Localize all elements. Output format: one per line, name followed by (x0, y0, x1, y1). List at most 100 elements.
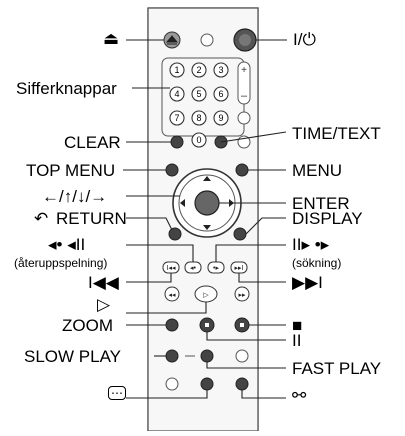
number-key-0 (191, 132, 207, 148)
pause-label: II (292, 331, 302, 350)
play-label: ▷ (97, 295, 111, 314)
leader-search (215, 244, 286, 262)
leader-play (126, 302, 207, 314)
display-label: DISPLAY (292, 209, 363, 228)
number-key-4 (169, 86, 185, 102)
right-small-button-3 (235, 349, 249, 363)
digit-8: 8 (196, 113, 201, 123)
top-menu-label: TOP MENU (26, 161, 116, 180)
leader-angle (241, 390, 286, 399)
subtitle-button (200, 377, 214, 391)
display-button (233, 227, 247, 241)
replay-symbol: ◂• ◂II (48, 235, 86, 254)
digit-3: 3 (218, 65, 223, 75)
arrows-label: ←/↑/↓/→ (42, 187, 108, 206)
leader-subtitle (126, 390, 208, 399)
fast-play-label: FAST PLAY (292, 359, 382, 378)
number-key-7 (169, 110, 185, 126)
power-label: I/⏻ (293, 30, 316, 49)
clear-button (170, 135, 184, 149)
number-key-8 (191, 110, 207, 126)
number-key-5 (191, 86, 207, 102)
stop-button-glyph (240, 323, 244, 327)
forward-glyph: ▸▸ (238, 292, 246, 299)
replay-caption: (återuppspelning) (14, 256, 108, 270)
slow-play-button (165, 349, 179, 363)
digit-9: 9 (218, 113, 223, 123)
advance-glyph: •▸ (213, 265, 219, 272)
digit-6: 6 (218, 89, 223, 99)
pause-button-glyph (205, 323, 209, 327)
leader-pause (206, 332, 286, 341)
subtitle-icon: ⋯ (108, 386, 126, 400)
eject-label: ⏏ (103, 29, 120, 48)
fast-play-button (200, 349, 214, 363)
bottom-left-button (165, 377, 179, 391)
leader-replay (126, 244, 194, 262)
number-key-digits: 1 2 3 4 5 6 7 8 9 0 (174, 65, 223, 145)
play-glyph: ▷ (203, 292, 209, 299)
zoom-button (165, 318, 179, 332)
digit-4: 4 (174, 89, 179, 99)
search-caption: (sökning) (292, 256, 342, 270)
forward-button (234, 286, 250, 302)
top-menu-button (165, 163, 179, 177)
rewind-button (164, 286, 180, 302)
dpad-arrows (180, 176, 234, 230)
number-keys (169, 62, 229, 148)
return-icon: ↶ (34, 209, 49, 228)
transport-row-2 (164, 285, 250, 303)
power-button-inner (239, 34, 251, 46)
dpad-left-arrow (180, 199, 185, 207)
digit-7: 7 (174, 113, 179, 123)
number-key-6 (213, 86, 229, 102)
next-glyph: ▸▸I (235, 265, 244, 272)
number-key-1 (169, 62, 185, 78)
leader-fast-play (206, 362, 286, 369)
leader-return (126, 217, 173, 231)
digit-1: 1 (174, 65, 179, 75)
transport-row-1 (162, 261, 248, 274)
clear-label: CLEAR (64, 133, 121, 152)
dpad-down-arrow (203, 225, 211, 230)
next-label: ▶▶I (292, 273, 323, 292)
zoom-label: ZOOM (62, 316, 113, 335)
eject-button-glyph (165, 35, 179, 45)
transport-row-2-glyphs: ◂◂ ▷ ▸▸ (168, 292, 246, 299)
return-button (168, 227, 182, 241)
number-key-3 (213, 62, 229, 78)
digit-2: 2 (196, 65, 201, 75)
enter-label: ENTER (292, 194, 350, 213)
menu-label: MENU (292, 161, 343, 180)
volume-rocker (237, 61, 251, 105)
volume-minus-glyph: – (241, 90, 248, 102)
time-text-label: TIME/TEXT (292, 124, 381, 143)
dpad-up-arrow (203, 176, 211, 181)
stop-label: ■ (292, 316, 303, 335)
digit-5: 5 (196, 89, 201, 99)
leader-time-text (220, 131, 287, 143)
rewind-glyph: ◂◂ (168, 292, 176, 299)
digit-0: 0 (196, 135, 201, 145)
replay-glyph: ◂• (190, 265, 197, 272)
number-key-9 (213, 110, 229, 126)
return-label: RETURN (56, 209, 127, 228)
volume-plus-glyph: + (241, 65, 247, 76)
number-keys-label: Sifferknappar (16, 79, 117, 98)
indicator-button (200, 33, 214, 47)
angle-button (235, 377, 249, 391)
prev-glyph: I◂◂ (167, 265, 176, 272)
leader-display (245, 217, 286, 235)
right-small-button-1 (237, 111, 251, 125)
angle-icon: ⚯ (292, 386, 307, 405)
slow-play-label: SLOW PLAY (24, 347, 121, 366)
enter-button (194, 190, 220, 216)
leader-lines (123, 39, 287, 399)
leader-next (238, 273, 286, 283)
menu-button (235, 163, 249, 177)
number-key-2 (191, 62, 207, 78)
leader-prev (126, 273, 172, 283)
prev-label: I◀◀ (88, 273, 119, 292)
